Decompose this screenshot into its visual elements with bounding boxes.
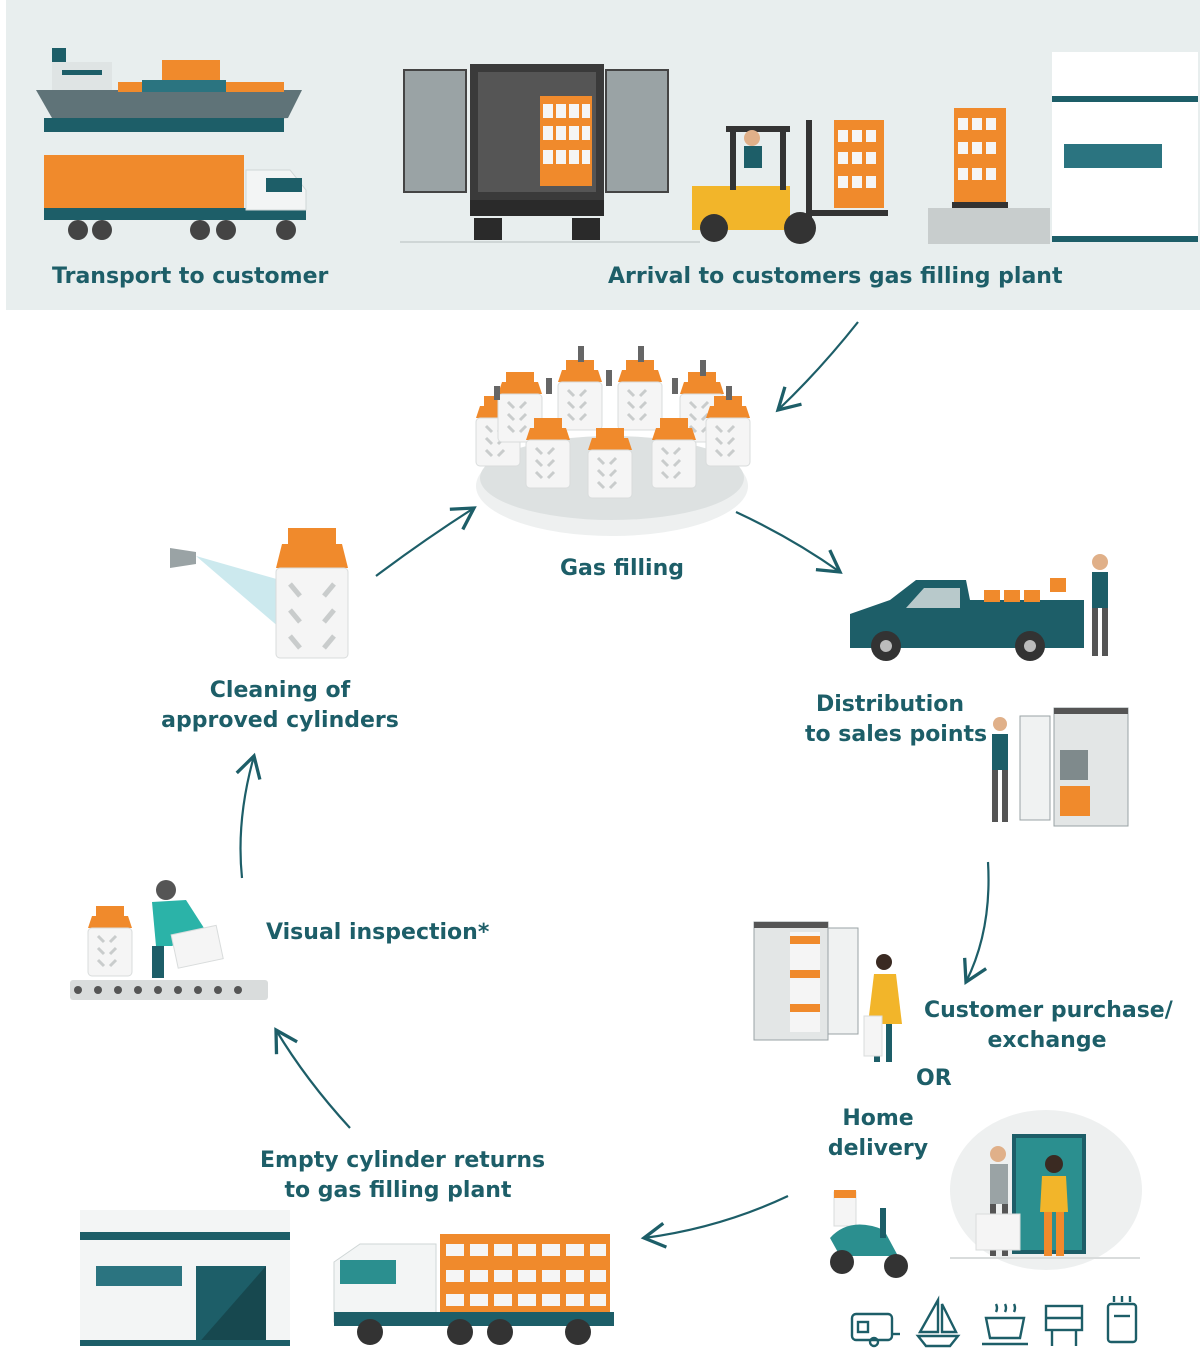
label-inspection: Visual inspection* — [266, 920, 490, 945]
ship-icon — [36, 48, 302, 132]
plant-icon — [80, 1210, 290, 1346]
label-transport: Transport to customer — [52, 264, 329, 289]
flow-arrows — [235, 321, 990, 1249]
label-home-line2: delivery — [827, 1136, 929, 1161]
arrow-distribution-to-purchase — [963, 861, 990, 985]
arrow-arrival-to-filling — [775, 321, 859, 413]
arrow-return-to-inspection — [274, 1027, 351, 1129]
label-returns-line2: to gas filling plant — [284, 1178, 512, 1203]
truck-icon — [44, 155, 307, 240]
home-delivery-icon — [950, 1110, 1142, 1270]
label-distribution-line2: to sales points — [805, 722, 988, 747]
pickup-icon — [850, 554, 1108, 661]
label-cleaning: Cleaning of approved cylinders — [160, 676, 400, 736]
label-gas-filling: Gas filling — [560, 556, 684, 581]
label-cleaning-line1: Cleaning of — [209, 678, 351, 703]
label-arrival: Arrival to customers gas filling plant — [608, 264, 1063, 289]
label-purchase-line1: Customer purchase/ — [924, 998, 1173, 1023]
grill-icon — [1044, 1304, 1084, 1346]
purchase-cabinet-icon — [753, 921, 902, 1062]
forklift-icon — [692, 120, 888, 244]
label-or: OR — [916, 1066, 952, 1091]
label-returns: Empty cylinder returns to gas filling pl… — [260, 1146, 546, 1206]
stove-icon — [982, 1303, 1028, 1346]
label-returns-line1: Empty cylinder returns — [260, 1148, 546, 1173]
label-home-delivery: Home delivery — [826, 1104, 930, 1164]
caravan-icon — [850, 1312, 900, 1348]
warehouse-icon — [1052, 52, 1198, 242]
heater-icon — [1106, 1296, 1138, 1344]
cabinet-icon — [992, 707, 1129, 827]
label-cleaning-line2: approved cylinders — [161, 708, 399, 733]
arrow-inspection-to-cleaning — [235, 752, 262, 879]
label-purchase: Customer purchase/ exchange — [924, 996, 1173, 1056]
carousel-icon — [474, 346, 752, 536]
scooter-icon — [830, 1190, 908, 1278]
pallet-icon — [928, 108, 1050, 244]
label-distribution-line1: Distribution — [815, 692, 965, 717]
arrow-filling-to-distribution — [735, 511, 843, 574]
conveyor-icon — [70, 880, 268, 1000]
arrow-delivery-to-return — [640, 1195, 789, 1249]
arrow-cleaning-to-filling — [375, 506, 477, 577]
box-truck-icon — [400, 64, 700, 243]
label-home-line1: Home — [842, 1106, 914, 1131]
return-truck-icon — [333, 1234, 614, 1345]
sailboat-icon — [915, 1295, 961, 1348]
label-purchase-line2: exchange — [987, 1028, 1107, 1053]
label-distribution: Distribution to sales points — [805, 690, 988, 750]
spray-icon — [170, 528, 349, 659]
